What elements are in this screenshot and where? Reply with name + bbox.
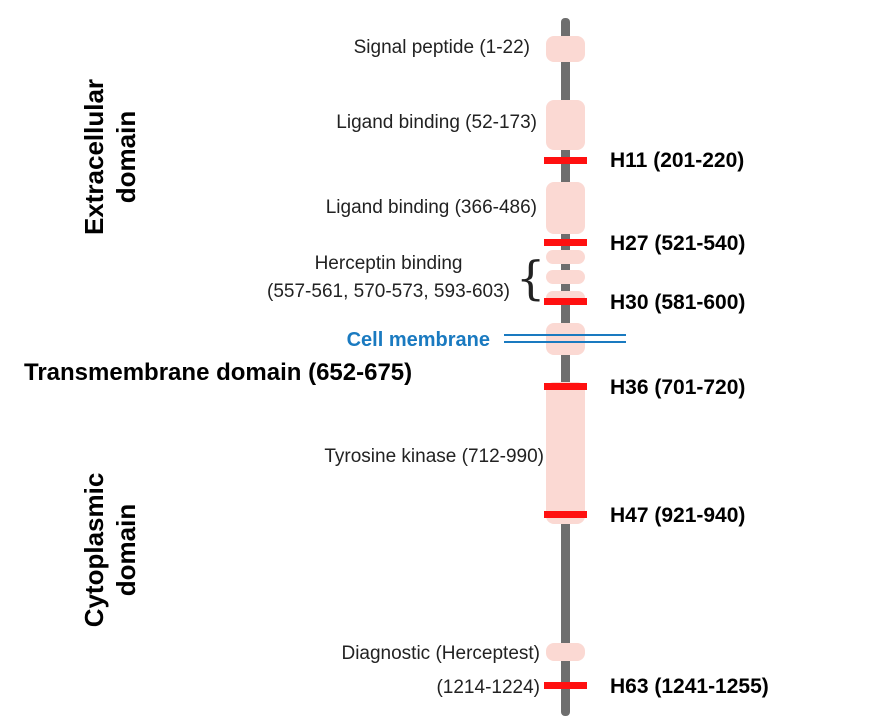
tyrosine-kinase-block xyxy=(546,382,585,524)
h63-label: H63 (1241-1255) xyxy=(610,675,769,698)
domain-text: domain xyxy=(111,110,141,204)
extracellular-domain-label: Extracellular domain xyxy=(78,79,142,235)
marker-h11 xyxy=(544,157,587,164)
h11-label: H11 (201-220) xyxy=(610,149,745,172)
extracellular-text: Extracellular xyxy=(79,78,109,236)
signal-peptide-block xyxy=(546,36,585,62)
ligand-binding-1-label: Ligand binding (52-173) xyxy=(336,112,537,133)
ligand-binding-2-label: Ligand binding (366-486) xyxy=(325,197,537,218)
diagnostic-block xyxy=(546,643,585,661)
protein-axis xyxy=(561,18,570,716)
h27-label: H27 (521-540) xyxy=(610,232,746,255)
ligand-binding-block-2 xyxy=(546,182,585,234)
diagnostic-line-1: Diagnostic (Herceptest) xyxy=(341,643,540,664)
membrane-line-top xyxy=(504,334,626,336)
herceptin-binding-line-1: Herceptin binding xyxy=(314,253,463,274)
transmembrane-label: Transmembrane domain (652-675) xyxy=(24,359,413,386)
herceptin-binding-block-2 xyxy=(546,270,585,284)
marker-h30 xyxy=(544,298,587,305)
h30-label: H30 (581-600) xyxy=(610,291,746,314)
marker-h63 xyxy=(544,682,587,689)
ligand-binding-block-1 xyxy=(546,100,585,150)
h36-label: H36 (701-720) xyxy=(610,376,746,399)
diagnostic-line-2: (1214-1224) xyxy=(436,677,540,698)
domain-text: domain xyxy=(111,503,141,597)
tyrosine-kinase-label: Tyrosine kinase (712-990) xyxy=(324,446,544,467)
cytoplasmic-domain-label: Cytoplasmic domain xyxy=(78,473,142,628)
marker-h27 xyxy=(544,239,587,246)
marker-h47 xyxy=(544,511,587,518)
cell-membrane-label: Cell membrane xyxy=(346,329,490,351)
herceptin-binding-block-1 xyxy=(546,250,585,264)
diagnostic-label: Diagnostic (Herceptest) (1214-1224) xyxy=(341,637,540,705)
marker-h36 xyxy=(544,383,587,390)
membrane-line-bottom xyxy=(504,341,626,343)
transmembrane-block xyxy=(546,323,585,355)
herceptin-brace: { xyxy=(516,251,546,305)
cytoplasmic-text: Cytoplasmic xyxy=(79,472,109,628)
h47-label: H47 (921-940) xyxy=(610,504,746,527)
herceptin-binding-label: Herceptin binding (557-561, 570-573, 593… xyxy=(267,250,510,306)
herceptin-binding-line-2: (557-561, 570-573, 593-603) xyxy=(267,281,510,302)
signal-peptide-label: Signal peptide (1-22) xyxy=(353,37,530,58)
